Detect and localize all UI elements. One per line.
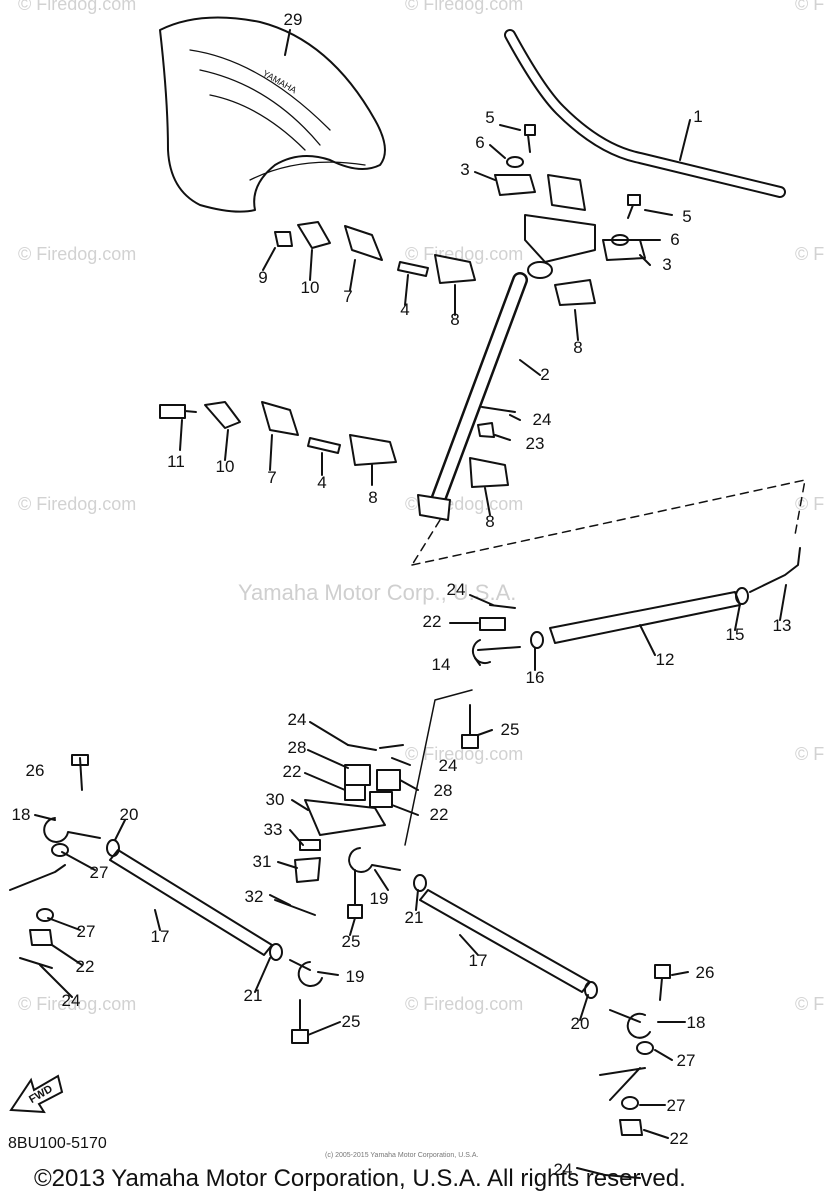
callout-label: 8 xyxy=(450,310,460,329)
watermark-text: © Firedog.com xyxy=(795,744,825,764)
callout-label: 28 xyxy=(287,738,307,757)
callout-label: 19 xyxy=(345,967,365,986)
callout-label: 29 xyxy=(283,10,303,29)
callout-label: 4 xyxy=(317,473,327,492)
copyright-footer: ©2013 Yamaha Motor Corporation, U.S.A. A… xyxy=(34,1165,686,1192)
callout-label: 20 xyxy=(119,805,139,824)
callout-label: 5 xyxy=(682,207,692,226)
watermark-text: © Firedog.com xyxy=(795,0,825,14)
diagram-code: 8BU100-5170 xyxy=(8,1135,107,1152)
watermark-text: © Firedog.com xyxy=(795,994,825,1014)
callout-label: 13 xyxy=(772,616,792,635)
callout-label: 18 xyxy=(686,1013,706,1032)
callout-label: 23 xyxy=(525,434,545,453)
center-watermark: Yamaha Motor Corp., U.S.A. xyxy=(238,580,517,605)
callout-label: 7 xyxy=(343,287,353,306)
watermark-text: © Firedog.com xyxy=(405,0,524,14)
callout-label: 8 xyxy=(485,512,495,531)
callout-label: 8 xyxy=(368,488,378,507)
watermark-text: © Firedog.com xyxy=(18,994,137,1014)
callout-label: 22 xyxy=(75,957,95,976)
callout-label: 14 xyxy=(431,655,451,674)
callout-label: 32 xyxy=(244,887,264,906)
callout-label: 15 xyxy=(725,625,745,644)
tie-rod-17-right xyxy=(419,889,591,993)
handlebar-part xyxy=(504,29,786,198)
callout-label: 24 xyxy=(532,410,552,429)
callout-label: 3 xyxy=(662,255,672,274)
callout-label: 22 xyxy=(429,805,449,824)
callout-label: 16 xyxy=(525,668,545,687)
callout-label: 22 xyxy=(669,1129,689,1148)
callout-label: 4 xyxy=(400,300,410,319)
watermark-text: © Firedog.com xyxy=(405,244,524,264)
callout-label: 33 xyxy=(263,820,283,839)
callout-label: 10 xyxy=(215,457,235,476)
callout-label: 18 xyxy=(11,805,31,824)
callout-label: 25 xyxy=(341,1012,361,1031)
callout-label: 6 xyxy=(475,133,485,152)
seat-part xyxy=(159,16,386,213)
callout-label: 3 xyxy=(460,160,470,179)
watermark-text: © Firedog.com xyxy=(405,744,524,764)
callout-label: 25 xyxy=(500,720,520,739)
callout-label: 28 xyxy=(433,781,453,800)
callout-label: 19 xyxy=(369,889,389,908)
callout-label: 26 xyxy=(695,963,715,982)
callout-label: 27 xyxy=(666,1096,686,1115)
callout-label: 30 xyxy=(265,790,285,809)
callout-label: 27 xyxy=(76,922,96,941)
callout-label: 24 xyxy=(446,580,466,599)
forward-arrow-icon: FWD xyxy=(6,1070,66,1125)
watermark-text: © Firedog.com xyxy=(18,494,137,514)
callout-label: 24 xyxy=(438,756,458,775)
callout-label: 17 xyxy=(468,951,488,970)
callout-label: 12 xyxy=(655,650,675,669)
watermark-text: © Firedog.com xyxy=(405,994,524,1014)
callout-label: 25 xyxy=(341,932,361,951)
callout-label: 11 xyxy=(167,452,185,471)
watermark-text: © Firedog.com xyxy=(795,244,825,264)
callout-label: 31 xyxy=(252,852,272,871)
fine-print: (c) 2005-2015 Yamaha Motor Corporation, … xyxy=(325,1152,479,1159)
callout-label: 27 xyxy=(89,863,109,882)
callout-label: 2 xyxy=(540,365,550,384)
callout-label: 10 xyxy=(300,278,320,297)
callout-label: 21 xyxy=(243,986,263,1005)
callout-label: 21 xyxy=(404,908,424,927)
watermark-text: © Firedog.com xyxy=(795,494,825,514)
watermark-text: © Firedog.com xyxy=(18,0,137,14)
callout-label: 7 xyxy=(267,468,277,487)
callout-label: 27 xyxy=(676,1051,696,1070)
callout-label: 24 xyxy=(287,710,307,729)
callout-label: 24 xyxy=(61,991,81,1010)
callout-label: 6 xyxy=(670,230,680,249)
callout-label: 22 xyxy=(282,762,302,781)
callout-label: 1 xyxy=(693,107,703,126)
callout-label: 9 xyxy=(258,268,268,287)
callout-label: 8 xyxy=(573,338,583,357)
callout-label: 20 xyxy=(570,1014,590,1033)
callout-label: 26 xyxy=(25,761,45,780)
callout-label: 17 xyxy=(150,927,170,946)
watermark-text: © Firedog.com xyxy=(18,244,137,264)
seat-brand-text: YAMAHA xyxy=(261,68,298,95)
callout-label: 5 xyxy=(485,108,495,127)
callout-label: 24 xyxy=(553,1160,573,1179)
callout-label: 22 xyxy=(422,612,442,631)
